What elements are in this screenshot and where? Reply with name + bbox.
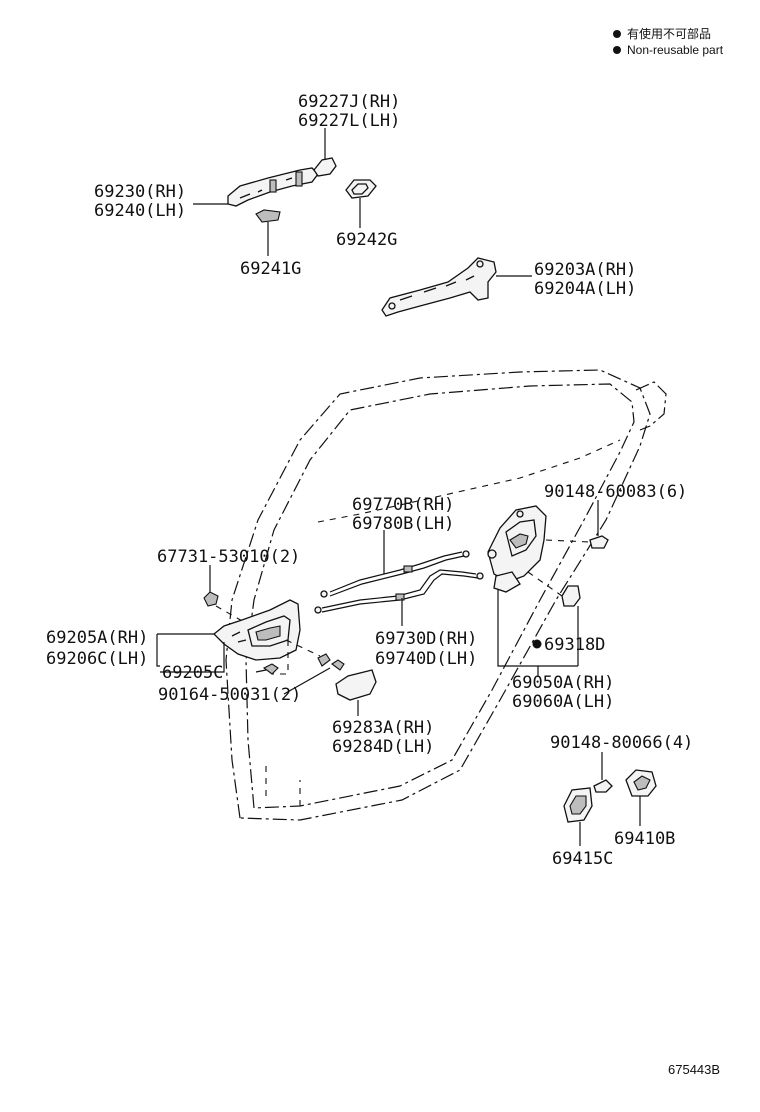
non-reusable-dot-icon	[532, 639, 542, 649]
clip-part	[203, 591, 219, 607]
leader-69050	[537, 606, 579, 676]
legend: 有使用不可部品 Non-reusable part	[613, 26, 724, 57]
label-69050-lh: 69060A(LH)	[512, 692, 614, 712]
leader-90164	[283, 667, 331, 695]
part-labels: 69227J(RH) 69227L(LH) 69230(RH) 69240(LH…	[46, 92, 693, 869]
label-90148-80066: 90148-80066(4)	[550, 733, 693, 753]
non-reusable-dot-icon	[613, 30, 621, 38]
label-69205a-rh: 69205A(RH)	[46, 628, 148, 648]
bolt-part	[589, 535, 609, 549]
inside-handle-part	[213, 599, 301, 661]
label-69283-rh: 69283A(RH)	[332, 718, 434, 738]
label-69415: 69415C	[552, 849, 613, 869]
legend-text-jp: 有使用不可部品	[627, 26, 711, 41]
bolt-part	[593, 779, 613, 793]
door-lock-part	[487, 505, 547, 593]
handle-pad-part	[255, 209, 281, 223]
label-69770-rh: 69770B(RH)	[352, 495, 454, 515]
handle-cover-part	[335, 669, 377, 701]
shim-inner	[569, 795, 587, 815]
leader-69205A	[156, 633, 214, 667]
leader-69205C	[255, 669, 267, 673]
diagram-code: 675443B	[668, 1062, 720, 1077]
door-outline	[225, 369, 667, 821]
label-69205c: 69205C	[162, 663, 223, 683]
non-reusable-dot-icon	[613, 46, 621, 54]
label-69203-lh: 69204A(LH)	[534, 279, 636, 299]
label-69241: 69241G	[240, 259, 301, 279]
label-69318: 69318D	[544, 635, 605, 655]
label-69227-lh: 69227L(LH)	[298, 111, 400, 131]
label-69230-rh: 69230(RH)	[94, 182, 186, 202]
label-69770-lh: 69780B(LH)	[352, 514, 454, 534]
small-clip-part	[331, 659, 345, 671]
handle-cap-part	[313, 157, 337, 177]
clip-guide-line	[215, 605, 245, 623]
leader-69205A-b	[160, 642, 225, 673]
label-69283-lh: 69284D(LH)	[332, 737, 434, 757]
label-90164: 90164-50031(2)	[158, 685, 301, 705]
label-67731: 67731-53010(2)	[157, 547, 300, 567]
label-69203-rh: 69203A(RH)	[534, 260, 636, 280]
label-69730-rh: 69730D(RH)	[375, 629, 477, 649]
label-69230-lh: 69240(LH)	[94, 201, 186, 221]
striker-inner	[633, 775, 651, 791]
leader-69050-left	[497, 590, 578, 667]
label-69242: 69242G	[336, 230, 397, 250]
label-69050-rh: 69050A(RH)	[512, 673, 614, 693]
screw-part	[262, 663, 279, 675]
label-69227-rh: 69227J(RH)	[298, 92, 400, 112]
outside-handle-part	[227, 167, 319, 207]
handle-frame-part	[381, 257, 497, 317]
seal-part	[561, 585, 581, 607]
label-69730-lh: 69740D(LH)	[375, 649, 477, 669]
bolt-guide-line	[545, 539, 591, 543]
label-69205a-lh: 69206C(LH)	[46, 649, 148, 669]
label-69410: 69410B	[614, 829, 675, 849]
legend-text-en: Non-reusable part	[627, 43, 724, 57]
seal-guide-line	[527, 571, 563, 597]
screw-part	[317, 653, 331, 667]
cable-assembly	[314, 550, 484, 614]
label-90148-60083: 90148-60083(6)	[544, 482, 687, 502]
handle-gasket-inner	[351, 183, 369, 195]
